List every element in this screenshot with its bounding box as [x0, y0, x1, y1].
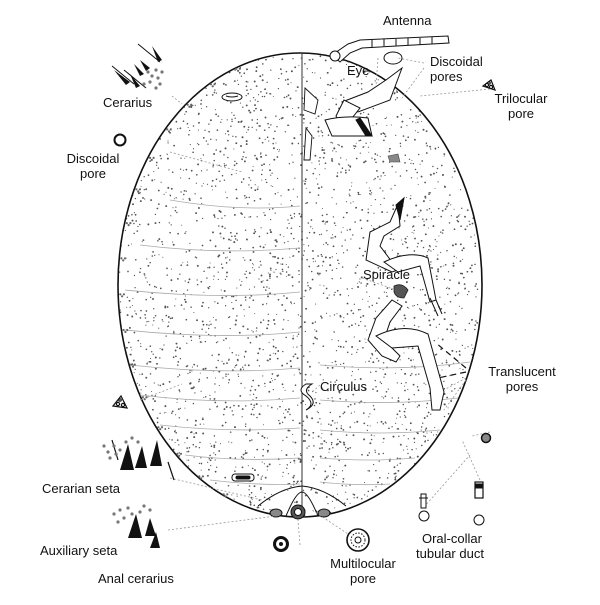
discoidal-pore-icon	[113, 133, 127, 147]
label-trilocular-pore-line2: pore	[507, 106, 535, 121]
label-anal-cerarius: Anal cerarius	[98, 571, 174, 586]
hind-leg	[367, 299, 445, 411]
auxiliary-seta-detail-icon	[112, 504, 160, 548]
antenna	[331, 35, 450, 65]
label-eye: Eye	[347, 63, 370, 78]
label-spiracle: Spiracle	[363, 267, 410, 282]
label-antenna: Antenna	[383, 13, 432, 28]
circulus-mark	[300, 383, 314, 411]
marginal-cerarii	[119, 67, 241, 498]
label-discoidal-pore-line1: Discoidal	[66, 151, 120, 166]
label-discoidal-pores-line2: pores	[430, 69, 463, 84]
ventral-cluster	[387, 153, 401, 163]
foreleg	[324, 66, 404, 137]
label-multilocular-pore: Multilocular pore	[318, 556, 408, 586]
dorsal-marks	[221, 92, 255, 482]
body-stipple	[118, 55, 479, 517]
label-multilocular-pore-line1: Multilocular	[330, 556, 396, 571]
trilocular-pore-icon	[481, 79, 497, 91]
anal-region	[257, 485, 347, 520]
anal-cerarius-pore-icon	[273, 536, 289, 552]
translucent-leader-heavy	[435, 342, 467, 379]
spiracle	[393, 284, 409, 299]
label-discoidal-pores-line1: Discoidal	[430, 54, 483, 69]
label-auxiliary-seta: Auxiliary seta	[40, 543, 118, 558]
label-translucent-pores-line1: Translucent	[488, 364, 556, 379]
label-multilocular-pore-line2: pore	[349, 571, 377, 586]
label-cerarian-seta: Cerarian seta	[42, 481, 121, 496]
labium	[303, 87, 319, 161]
trilocular-pore-left-icon	[111, 394, 129, 409]
multilocular-pore-icon	[346, 528, 370, 552]
cerarius-detail-icon	[111, 43, 164, 90]
middle-leg	[365, 196, 443, 317]
discoidal-pore-right-icon	[480, 432, 492, 444]
label-trilocular-pore-line1: Trilocular	[494, 91, 548, 106]
label-trilocular-pore: Trilocular pore	[486, 91, 556, 121]
label-oral-collar-line1: Oral-collar	[421, 531, 482, 546]
label-translucent-pores-line2: pores	[505, 379, 539, 394]
label-translucent-pores: Translucent pores	[472, 364, 572, 394]
segment-lines	[124, 199, 471, 486]
leader-lines	[139, 57, 491, 546]
label-discoidal-pore-line2: pore	[79, 166, 107, 181]
label-discoidal-pore: Discoidal pore	[48, 151, 138, 181]
label-discoidal-pores: Discoidal pores	[430, 54, 483, 84]
cerarian-seta-detail-icon	[102, 436, 175, 481]
label-oral-collar-line2: tubular duct	[416, 546, 484, 561]
oral-collar-duct-icon	[418, 481, 485, 526]
eye	[329, 50, 341, 62]
label-circulus: Circulus	[320, 379, 367, 394]
label-oral-collar-tubular-duct: Oral-collar tubular duct	[416, 531, 484, 561]
label-cerarius: Cerarius	[103, 95, 153, 110]
